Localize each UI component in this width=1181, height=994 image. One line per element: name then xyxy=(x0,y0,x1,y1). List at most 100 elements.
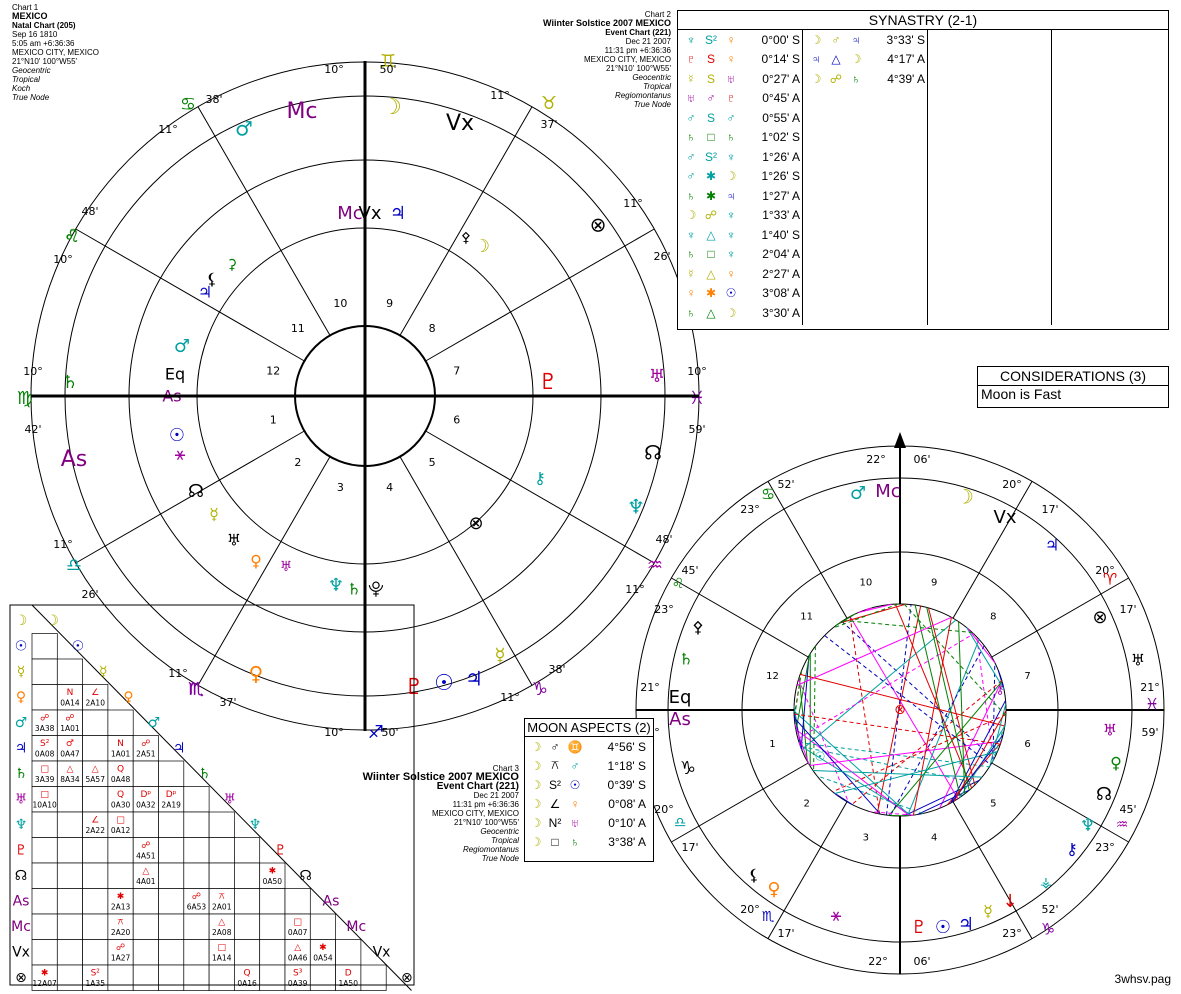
cusp-degree-label: 59' xyxy=(688,423,705,436)
synastry-col2-row: ☽♂♃3°33' S xyxy=(807,30,927,50)
planet-glyph: ♌ xyxy=(65,227,79,246)
grid-aspect-orb: 2A10 xyxy=(86,699,106,708)
house-number: 10 xyxy=(333,297,347,310)
planet-glyph: ♃ xyxy=(958,914,974,935)
house-number: 4 xyxy=(386,481,393,494)
grid-cell xyxy=(158,939,185,966)
house-number: 12 xyxy=(266,364,280,377)
planet-glyph: ♄ xyxy=(686,130,696,145)
grid-cell xyxy=(208,862,235,889)
grid-aspect-orb: 2A08 xyxy=(212,928,232,937)
grid-diagonal-glyph: Mc xyxy=(346,919,366,935)
moon-aspects-list: ☽♂♊4°56' S☽⚻♂1°18' S☽S²☉0°39' S☽∠♀0°08' … xyxy=(525,737,653,851)
grid-aspect-orb: 2A51 xyxy=(136,750,156,759)
planet-glyph: ♄ xyxy=(570,834,580,849)
aspect-line xyxy=(917,789,970,816)
grid-diagonal-glyph: ♆ xyxy=(249,817,262,833)
grid-aspect-orb: 0A16 xyxy=(237,979,257,988)
cusp-degree-label: 52' xyxy=(777,478,794,491)
planet-glyph: ♆ xyxy=(627,495,645,519)
grid-diagonal-glyph: ♇ xyxy=(274,843,287,859)
house-number: 1 xyxy=(270,414,277,427)
house-cusp-line xyxy=(991,577,1129,658)
house-number: 7 xyxy=(1024,671,1030,682)
grid-cell xyxy=(132,786,159,813)
aspect-line xyxy=(989,703,1007,767)
grid-cell xyxy=(82,684,109,711)
synastry-col1-row: ☿△♀2°27' A xyxy=(682,264,802,284)
grid-aspect-orb: 12A07 xyxy=(33,979,57,988)
planet-glyph: ↓ xyxy=(1002,891,1017,912)
grid-cell xyxy=(31,964,58,991)
aspect-glyph: ♂ xyxy=(706,91,716,106)
house-number: 5 xyxy=(990,798,996,809)
grid-aspect-glyph: □ xyxy=(217,943,226,953)
grid-cell xyxy=(132,888,159,915)
grid-cell xyxy=(183,837,210,864)
house-number: 9 xyxy=(386,297,393,310)
aspect-orb: 3°30' A xyxy=(762,305,800,320)
aspect-line xyxy=(809,740,1002,767)
planet-glyph: ⚷ xyxy=(534,469,546,488)
planet-glyph: ⚶ xyxy=(1040,875,1052,891)
grid-aspect-glyph: N xyxy=(67,688,74,698)
zodiac-sign-glyph: ♓ xyxy=(689,388,705,409)
grid-aspect-orb: 6A53 xyxy=(187,903,207,912)
grid-row-glyph: ☿ xyxy=(17,664,26,680)
grid-cell xyxy=(259,913,286,940)
planet-glyph: ☽ xyxy=(474,236,490,257)
aspect-glyph: N² xyxy=(548,815,562,830)
grid-aspect-glyph: Q xyxy=(117,765,124,775)
planet-glyph: Mc xyxy=(337,203,362,224)
synastry-col1-row: ☽☍♆1°33' A xyxy=(682,206,802,226)
planet-glyph: ☽ xyxy=(850,52,862,67)
moon-aspect-row: ☽♂♊4°56' S xyxy=(528,737,653,756)
house-cusp-line xyxy=(671,577,809,658)
aspect-line xyxy=(939,680,1003,809)
cusp-degree-label: 26' xyxy=(653,250,670,263)
chart1-system-1: Tropical xyxy=(12,75,40,84)
planet-glyph: ☉ xyxy=(434,671,454,696)
grid-cell xyxy=(82,888,109,915)
grid-cell xyxy=(107,709,134,736)
grid-cell xyxy=(31,939,58,966)
planet-glyph: ☽ xyxy=(530,739,542,754)
aspect-line xyxy=(800,655,810,749)
planet-glyph: ♋ xyxy=(761,485,775,504)
moon-aspect-row: ☽S²☉0°39' S xyxy=(528,775,653,794)
planet-glyph: ⚸ xyxy=(748,866,760,885)
grid-aspect-orb: 0A54 xyxy=(313,954,333,963)
grid-cell xyxy=(284,913,311,940)
planet-glyph: ♆ xyxy=(726,208,736,223)
planet-glyph: ☽ xyxy=(810,32,822,47)
chart2-label: Chart 2 xyxy=(644,10,671,19)
planet-glyph: ♂ xyxy=(726,110,736,125)
grid-cell xyxy=(360,964,387,991)
cusp-degree-label: 37' xyxy=(219,696,236,709)
aspect-glyph: ♂ xyxy=(550,739,560,754)
grid-cell xyxy=(31,862,58,889)
grid-diagonal-glyph: As xyxy=(323,894,340,910)
house-cusp-line xyxy=(991,762,1129,843)
planet-glyph: ♇ xyxy=(911,917,927,938)
grid-aspect-glyph: D xyxy=(345,969,352,979)
cusp-degree-label: 38' xyxy=(205,93,222,106)
grid-aspect-glyph: ⚻ xyxy=(219,892,225,902)
planet-glyph: ♎ xyxy=(674,815,687,831)
chart2-system-1: Tropical xyxy=(643,82,671,91)
moon-aspect-row: ☽□♄3°38' A xyxy=(528,832,653,851)
planet-glyph: ♀ xyxy=(726,52,736,67)
grid-cell xyxy=(208,837,235,864)
aspect-orb: 0°00' S xyxy=(761,32,800,47)
aspect-glyph: ☍ xyxy=(829,71,843,86)
planet-glyph: ♊ xyxy=(567,739,583,754)
synastry-col1-row: ♂S♂0°55' A xyxy=(682,108,802,128)
aspect-orb: 0°39' S xyxy=(607,777,646,792)
synastry-column-4 xyxy=(1052,30,1168,325)
grid-aspect-glyph: □ xyxy=(116,816,125,826)
house-number: 3 xyxy=(337,481,344,494)
cusp-degree-label: 26' xyxy=(81,588,98,601)
house-cusp-line xyxy=(75,430,305,564)
aspect-line xyxy=(849,616,881,815)
